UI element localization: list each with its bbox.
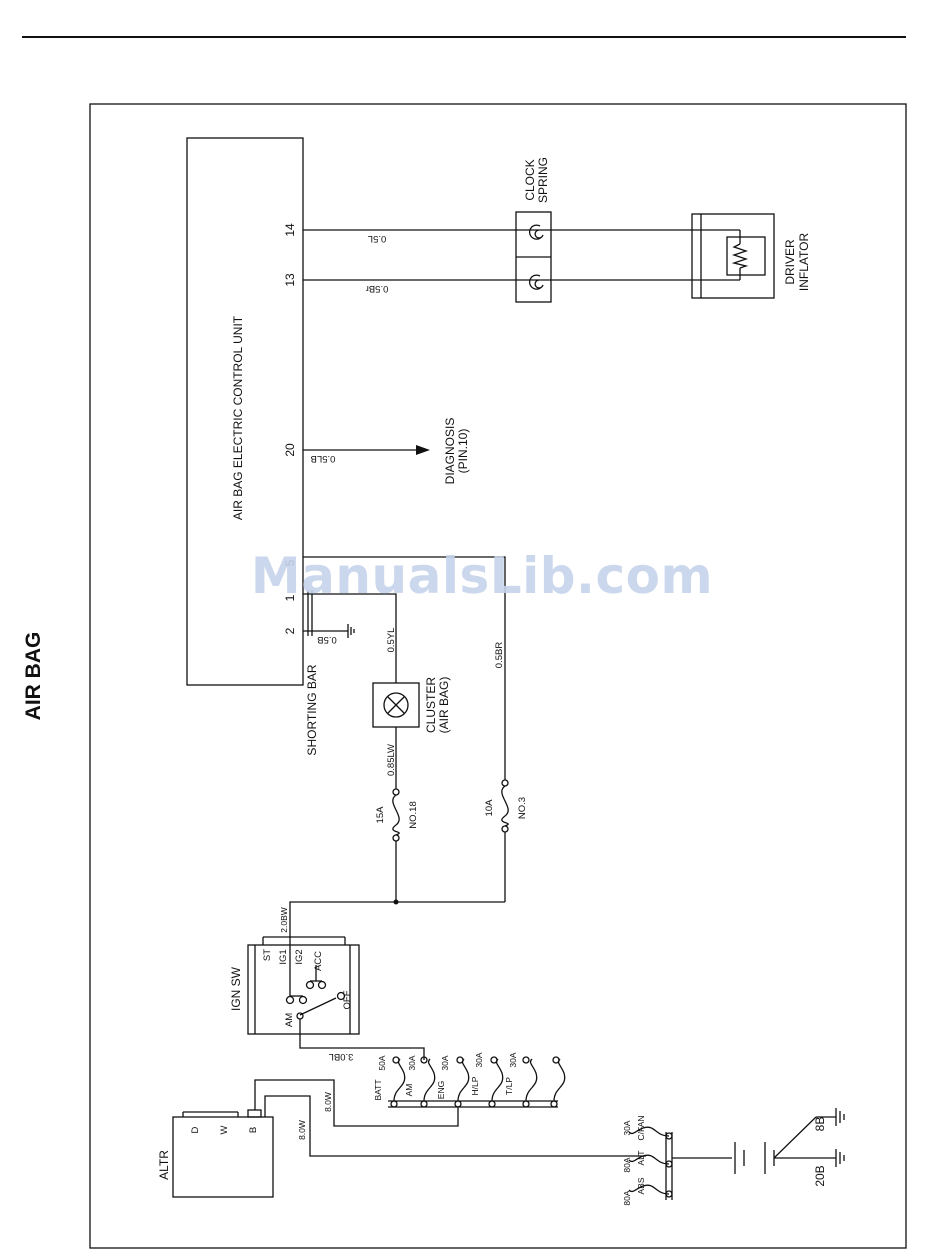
altr-terminal-w: W: [219, 1125, 230, 1134]
ecu-box: [186, 137, 304, 686]
ign-terminal-ig1: IG1: [278, 949, 289, 964]
page-header-rule: [22, 36, 906, 38]
fl-abs-name: ABS: [636, 1177, 646, 1194]
fl-tlp-name: T/LP: [504, 1077, 514, 1095]
cluster-label-2: (AIR BAG): [437, 677, 451, 734]
ign-terminal-am: AM: [284, 1013, 295, 1027]
ign-terminal-off: OFF: [342, 990, 353, 1009]
pin-5: 5: [283, 559, 297, 566]
driver-inflator: [691, 213, 775, 299]
wire-label-ground: 0.5B: [317, 634, 337, 645]
wire-label-pin13: 0.5Br: [366, 283, 389, 294]
clock-spring: [515, 211, 552, 303]
fuse-15a-rating: 15A: [375, 806, 386, 824]
fl-hlp-name: H/LP: [470, 1076, 480, 1095]
battery-label-8b: 8B: [813, 1117, 827, 1132]
wire-label-altr-b1: 8.0W: [323, 1092, 333, 1112]
ignition-switch: [247, 936, 360, 1035]
diagnosis-label-2: (PIN.10): [456, 429, 470, 474]
ign-terminal-st: ST: [262, 949, 273, 961]
inflator-label-2: INFLATOR: [797, 233, 811, 292]
fl-eng-name: ENG: [436, 1081, 446, 1099]
fusible-links-lower: [628, 1126, 673, 1200]
altr-terminal-d: D: [190, 1126, 201, 1133]
clock-spring-label-2: SPRING: [536, 157, 550, 203]
altr-terminal-b: B: [248, 1127, 259, 1133]
clock-spring-label-1: CLOCK: [523, 159, 537, 200]
wire-label-pin5: 0.5BR: [494, 642, 505, 669]
fuse-10a-rating: 10A: [484, 799, 495, 817]
cluster-label-1: CLUSTER: [424, 677, 438, 733]
fl-abs-rating: 80A: [622, 1190, 632, 1205]
diagnosis-arrow: [416, 445, 430, 455]
wire-pin1: [303, 593, 397, 683]
fl-eng-rating: 30A: [440, 1055, 450, 1070]
ign-sw-label: IGN SW: [229, 966, 243, 1011]
fuse-15a: [392, 788, 400, 842]
fuse-15a-number: NO.18: [408, 801, 419, 828]
watermark: ManualsLib.com: [250, 547, 714, 605]
junction-dot: [393, 899, 399, 905]
fl-cfan-name: C/FAN: [636, 1115, 646, 1140]
fl-batt-rating: 50A: [377, 1055, 387, 1070]
wire-label-ign-in: 3.0BL: [329, 1051, 354, 1062]
ign-terminal-acc: ACC: [313, 951, 324, 971]
pin-1: 1: [283, 594, 297, 601]
wire-label-pin14: 0.5L: [368, 233, 387, 244]
alternator: [172, 1109, 274, 1198]
fl-cfan-rating: 30A: [622, 1120, 632, 1135]
altr-label: ALTR: [157, 1150, 171, 1180]
ign-terminal-ig2: IG2: [294, 949, 305, 964]
fusible-links-upper: [388, 1056, 566, 1108]
shorting-bar: [307, 590, 313, 636]
wire-altr-b2: [264, 1095, 646, 1157]
wire-altr-b1: [254, 1079, 459, 1127]
wire-label-pin20: 0.5LB: [311, 453, 336, 464]
fl-tlp-rating: 30A: [508, 1052, 518, 1067]
pin-20: 20: [283, 443, 297, 457]
fuse-10a-number: NO.3: [517, 797, 528, 819]
fl-am-name: AM: [404, 1084, 414, 1097]
fl-batt-name: BATT: [373, 1079, 383, 1100]
cluster-lamp: [372, 682, 420, 728]
fl-am-rating: 30A: [407, 1055, 417, 1070]
pin-2: 2: [283, 627, 297, 634]
wire-label-ign-out: 2.0BW: [279, 907, 289, 933]
wire-pin5: [303, 556, 506, 780]
fl-alt-name: ALT: [636, 1151, 646, 1166]
wire-label-cluster: 0.5YL: [386, 628, 397, 653]
wire-label-altr-b2: 8.0W: [297, 1120, 307, 1140]
inflator-label-1: DRIVER: [783, 239, 797, 285]
battery-symbol: [734, 1108, 845, 1174]
wire-ign-in: [299, 1019, 425, 1060]
wire-ign-out: [289, 901, 505, 945]
ecu-label-group: AIR BAG ELECTRIC CONTROL UNIT: [231, 315, 245, 520]
ecu-label: AIR BAG ELECTRIC CONTROL UNIT: [231, 315, 245, 520]
pin-13: 13: [283, 273, 297, 287]
shorting-bar-label: SHORTING BAR: [305, 664, 319, 755]
diagnosis-label-1: DIAGNOSIS: [443, 418, 457, 485]
wire-label-fuse18-feed: 0.85LW: [386, 744, 397, 776]
pin-14: 14: [283, 223, 297, 237]
battery-label-20b: 20B: [813, 1165, 827, 1186]
fl-alt-rating: 80A: [622, 1157, 632, 1172]
diagram-frame: [89, 103, 907, 1249]
fuse-10a: [501, 779, 509, 833]
fl-hlp-rating: 30A: [474, 1052, 484, 1067]
